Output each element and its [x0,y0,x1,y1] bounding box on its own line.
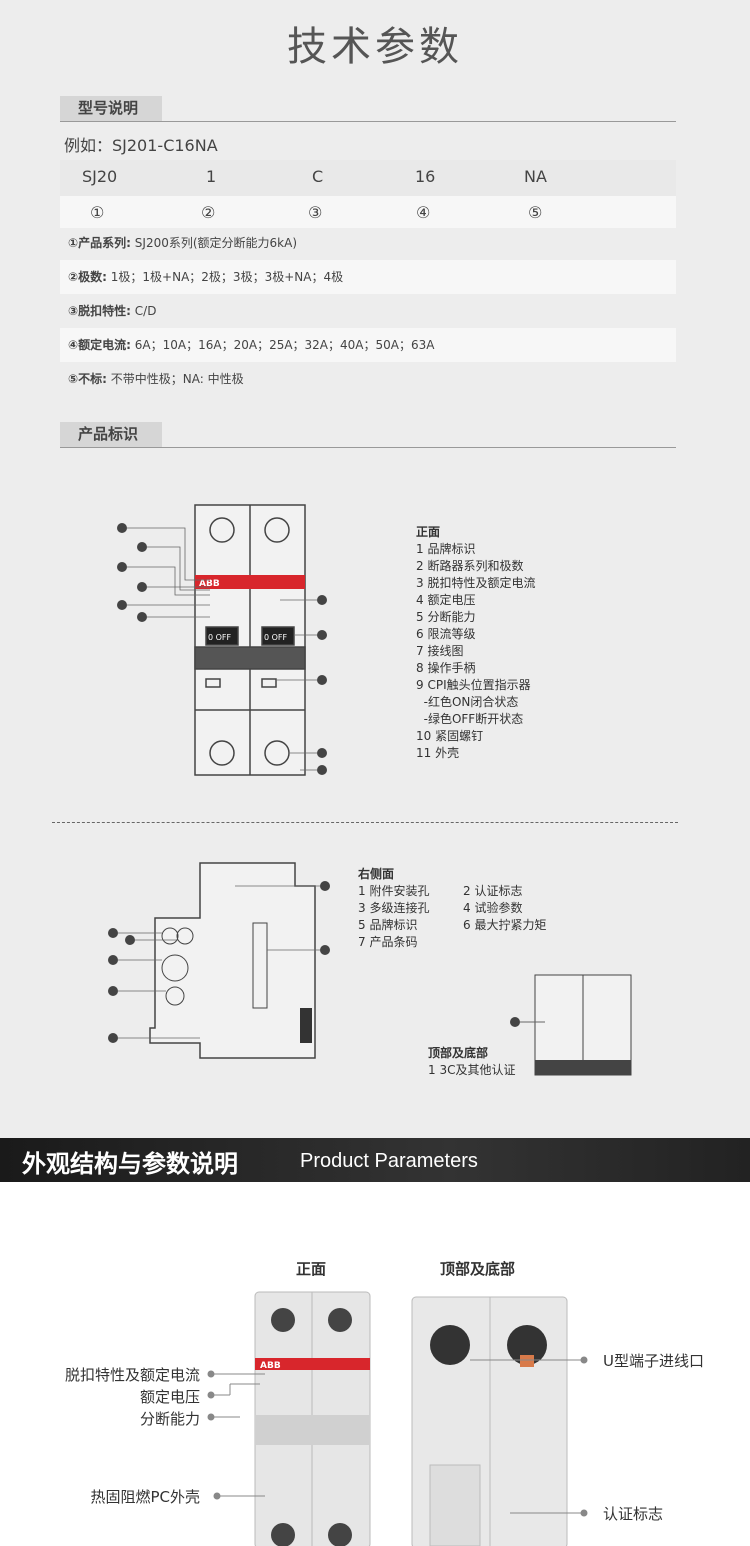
param-label: 分断能力 [139,1410,200,1428]
svg-text:ABB: ABB [260,1361,281,1371]
spec-row: ①产品系列: SJ200系列(额定分断能力6kA) [60,226,676,260]
code-row: SJ20 1 C 16 NA [60,160,676,196]
spec-label: ④额定电流: [68,338,131,352]
legend-item: 4 试验参数 [463,901,523,915]
breaker-top-diagram [510,974,632,1076]
legend-item: 6 限流等级 [416,627,476,641]
param-label: 热固阻燃PC外壳 [90,1488,200,1506]
legend-item: 1 品牌标识 [416,542,476,556]
legend-item: 6 最大拧紧力矩 [463,918,547,932]
banner-title-en: Product Parameters [300,1150,478,1172]
param-label: 脱扣特性及额定电流 [64,1366,200,1384]
svg-text:0 OFF: 0 OFF [208,633,232,642]
leader-lines [207,1370,265,1500]
spec-row: ③脱扣特性: C/D [60,294,676,328]
left-labels: 脱扣特性及额定电流 额定电压 分断能力 [65,1364,200,1430]
front-legend: 正面 1 品牌标识 2 断路器系列和极数 3 脱扣特性及额定电流 4 额定电压 5 分断… [416,524,535,762]
model-example: 例如：SJ201-C16NA [64,136,218,155]
page-title: 技术参数 [287,24,463,70]
marker: ③ [308,203,323,222]
spec-row: ②极数: 1极；1极+NA；2极；3极；3极+NA；4极 [60,260,676,294]
marker: ① [90,203,105,222]
spec-value: C/D [130,304,157,318]
front-label: 正面 [296,1260,327,1278]
legend-item: -红色ON闭合状态 [416,695,519,709]
section-header-model: 型号说明 [60,96,676,122]
legend-item: 9 CPI触头位置指示器 [416,678,531,692]
breaker-front-diagram: ABB 0 OFF 0 OFF [117,504,327,776]
code-part: 16 [415,167,436,186]
legend-item: 2 断路器系列和极数 [416,559,524,573]
code-part: SJ20 [82,167,118,186]
brand-logo: ABB [199,579,220,589]
legend-item: 7 接线图 [416,644,464,658]
side-legend: 右侧面 1 附件安装孔 2 认证标志 3 多级连接孔 4 试验参数 5 品牌标识 6 最大… [358,866,558,951]
brand-stripe [195,575,305,589]
spec-label: ③脱扣特性: [68,304,131,318]
svg-text:0 OFF: 0 OFF [264,633,288,642]
marker-row: ① ② ③ ④ ⑤ [60,196,676,228]
marker: ⑤ [528,203,543,222]
leader-lines-right [470,1356,588,1517]
marker: ② [201,203,216,222]
section-header-marking: 产品标识 [60,422,676,448]
legend-item: 3 多级连接孔 [358,901,430,915]
topbottom-legend: 顶部及底部 1 3C及其他认证 [428,1045,515,1079]
spec-label: ②极数: [68,270,107,284]
legend-item: 5 品牌标识 [358,918,418,932]
breaker-front-photo: ABB [254,1291,371,1546]
legend-title: 顶部及底部 [428,1046,489,1060]
spec-row: ④额定电流: 6A；10A；16A；20A；25A；32A；40A；50A；63… [60,328,676,362]
legend-item: 10 紧固螺钉 [416,729,484,743]
legend-item: 11 外壳 [416,746,460,760]
param-label: 认证标志 [603,1505,664,1523]
legend-title: 正面 [416,525,441,539]
legend-item: 2 认证标志 [463,884,523,898]
top-label: 顶部及底部 [440,1260,516,1278]
banner-title-cn: 外观结构与参数说明 [22,1150,238,1178]
param-label: U型端子进线口 [603,1352,704,1370]
spec-value: SJ200系列(额定分断能力6kA) [130,236,298,250]
marker: ④ [416,203,431,222]
legend-item: 4 额定电压 [416,593,476,607]
legend-item: 8 操作手柄 [416,661,476,675]
spec-value: 1极；1极+NA；2极；3极；3极+NA；4极 [106,270,344,284]
spec-value: 6A；10A；16A；20A；25A；32A；40A；50A；63A [130,338,435,352]
divider [52,822,678,823]
legend-item: 5 分断能力 [416,610,476,624]
breaker-top-photo [411,1296,568,1546]
param-label: 额定电压 [139,1388,200,1406]
section-banner: 外观结构与参数说明 Product Parameters [0,1138,750,1182]
code-part: 1 [206,167,217,186]
spec-row: ⑤不标: 不带中性极；NA: 中性极 [60,362,676,396]
spec-label: ①产品系列: [68,236,131,250]
legend-item: -绿色OFF断开状态 [416,712,524,726]
breaker-side-diagram [108,862,330,1059]
code-part: NA [524,167,547,186]
legend-title: 右侧面 [358,867,395,881]
legend-item: 3 脱扣特性及额定电流 [416,576,536,590]
code-part: C [312,167,324,186]
spec-label: ⑤不标: [68,372,107,386]
legend-item: 1 3C及其他认证 [428,1063,516,1077]
legend-item: 7 产品条码 [358,935,418,949]
spec-value: 不带中性极；NA: 中性极 [106,372,244,386]
legend-item: 1 附件安装孔 [358,884,430,898]
